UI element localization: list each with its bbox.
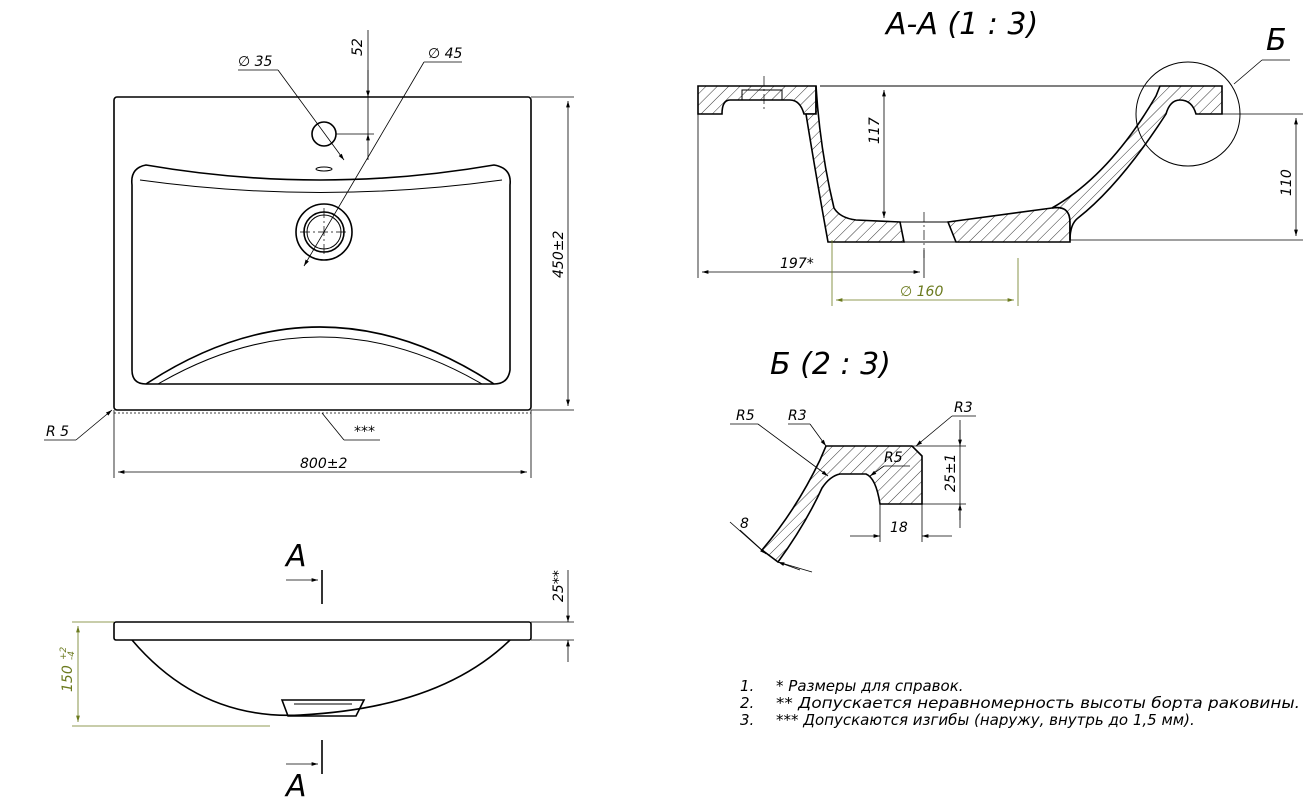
detail-b: Б (2 : 3) R5 R3 R3 R5 25±1 18 8 (729, 347, 976, 573)
dim-197: 197* (780, 256, 814, 272)
note-1-text: * Размеры для справок. (776, 677, 964, 695)
section-aa-title: A-A (1 : 3) (884, 7, 1038, 42)
dim-dia-35: ∅ 35 (238, 54, 273, 70)
detail-b-title: Б (2 : 3) (770, 347, 891, 382)
mark-three-stars: *** (354, 424, 375, 440)
basin-outline (113, 96, 532, 411)
detail-dim-25: 25±1 (943, 454, 959, 492)
overflow-slot (315, 166, 333, 172)
detail-r3-right: R3 (954, 400, 973, 416)
section-aa: A-A (1 : 3) Б 117 110 197* (697, 7, 1303, 306)
dim-25-stars: 25** (551, 570, 567, 602)
detail-b-label: Б (1266, 23, 1287, 58)
section-mark-a-top: A (284, 539, 307, 574)
note-2-text: ** Допускается неравномерность высоты бо… (776, 694, 1300, 712)
dim-450: 450±2 (551, 231, 567, 278)
dim-150-tol-lower: -4 (67, 651, 77, 660)
detail-dim-8: 8 (740, 516, 749, 532)
top-view: ∅ 35 ∅ 45 52 450±2 R 5 *** 800±2 (44, 30, 574, 478)
bowl-inner-edge (139, 179, 503, 193)
dim-52: 52 (350, 38, 366, 56)
bowl-outline (130, 164, 511, 385)
detail-dim-18: 18 (890, 520, 908, 536)
dim-800: 800±2 (300, 456, 347, 472)
front-rim (113, 621, 532, 641)
front-drain (280, 699, 366, 717)
note-1-number: 1. (740, 677, 754, 695)
dim-150-tol-upper: +2 (59, 646, 69, 660)
front-view: A A 25** 150 +2 -4 (59, 539, 574, 800)
dim-dia-160: ∅ 160 (900, 284, 943, 300)
note-3-text: *** Допускаются изгибы (наружу, внутрь д… (776, 711, 1195, 729)
dim-150: 150 (60, 665, 76, 692)
faucet-hole (311, 121, 337, 147)
front-edge-curve-inner (157, 336, 483, 385)
front-bowl (131, 639, 511, 717)
note-2-number: 2. (740, 694, 754, 712)
detail-b-section (760, 445, 923, 564)
dim-dia-45: ∅ 45 (428, 46, 463, 62)
drain-outer (295, 203, 353, 261)
radius-r5: R 5 (46, 424, 69, 440)
detail-r3-left: R3 (788, 408, 807, 424)
dim-117: 117 (867, 117, 883, 144)
note-3-number: 3. (740, 711, 754, 729)
detail-r5-left: R5 (736, 408, 755, 424)
notes: 1. * Размеры для справок. 2. ** Допускае… (740, 677, 1300, 729)
detail-r5-inner: R5 (884, 450, 903, 466)
section-right-rim (1051, 85, 1223, 241)
front-edge-curve (145, 326, 495, 385)
dim-110: 110 (1279, 169, 1295, 196)
section-bottom (946, 206, 1071, 243)
section-left-wall (805, 85, 905, 243)
section-mark-a-bottom: A (284, 769, 307, 800)
